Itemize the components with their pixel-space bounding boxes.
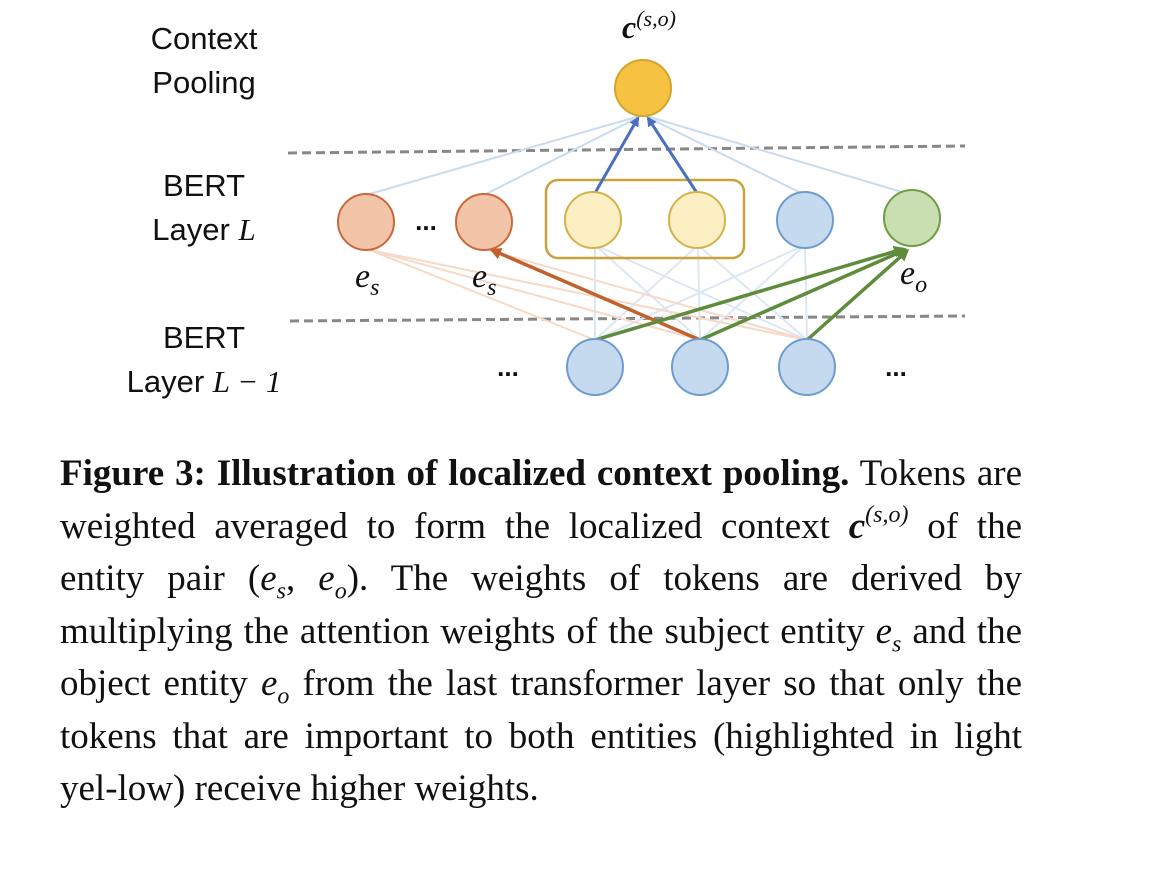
highlight-node-1 <box>564 191 622 249</box>
caption-eo-2-sub: o <box>277 683 290 710</box>
caption-eo-sub: o <box>334 578 347 605</box>
pooled-node <box>614 59 672 117</box>
caption-es-sub: s <box>276 578 286 605</box>
row-label-context-pooling: Context Pooling <box>151 21 258 100</box>
pooling-faint-lines <box>365 114 913 196</box>
caption-eo-2: e <box>260 663 278 704</box>
svg-text:Layer L: Layer L <box>152 212 255 247</box>
caption-es-2: e <box>875 610 893 652</box>
subject-node-2 <box>455 193 513 251</box>
subject-arrow <box>489 248 701 342</box>
divider-bottom <box>289 314 966 323</box>
svg-text:BERT: BERT <box>163 168 245 203</box>
row-label-bert-layer-l: BERT Layer L <box>152 168 255 247</box>
figure-caption: Figure 3: Illustration of localized cont… <box>60 448 1022 816</box>
caption-title: Figure 3: Illustration of localized cont… <box>60 453 850 494</box>
svg-text:BERT: BERT <box>163 320 245 355</box>
object-arrow-3 <box>805 249 910 342</box>
caption-text-1: Tokens are weighted averaged to form the… <box>60 453 1022 547</box>
token-node-l1-3 <box>778 338 836 396</box>
label-eo: eo <box>900 255 927 298</box>
highlight-node-2 <box>668 191 726 249</box>
token-node-l1-2 <box>671 338 729 396</box>
caption-comma: , <box>285 558 319 599</box>
divider-top <box>287 144 966 155</box>
ellipsis-layer-l1-left: ... <box>497 352 519 382</box>
token-node-l1-1 <box>566 338 624 396</box>
pooled-label: c(s,o) <box>622 6 676 45</box>
caption-text-4: and the object entity <box>60 610 1022 705</box>
pool-arrow-right <box>646 116 699 194</box>
caption-text-5: from the last transformer layer so that … <box>60 663 1022 809</box>
subject-node-1 <box>337 193 395 251</box>
token-node-layer-l <box>776 191 834 249</box>
object-arrow-2 <box>699 248 908 342</box>
label-es-1: es <box>355 258 379 301</box>
svg-text:Pooling: Pooling <box>152 65 255 100</box>
ellipsis-layer-l: ... <box>415 206 437 236</box>
caption-es-2-sub: s <box>892 630 902 657</box>
row-label-bert-layer-l-minus-1: BERT Layer L − 1 <box>127 320 282 399</box>
caption-text-2: of the entity pair ( <box>60 505 1022 600</box>
caption-c-sup: (s,o) <box>865 502 909 529</box>
object-node <box>883 189 941 247</box>
caption-eo: e <box>318 558 335 599</box>
caption-es: e <box>260 558 277 599</box>
pool-arrow-left <box>593 116 640 194</box>
caption-c: c <box>848 505 866 547</box>
caption-text-3: ). The weights of tokens are derived by … <box>60 558 1023 652</box>
object-arrow-1 <box>594 245 906 342</box>
svg-text:Context: Context <box>151 21 258 56</box>
subject-faint-lines <box>369 249 808 341</box>
svg-text:Layer L − 1: Layer L − 1 <box>127 364 282 399</box>
label-es-2: es <box>472 258 496 301</box>
context-pooling-diagram: Context Pooling BERT Layer L BERT Layer … <box>127 6 966 399</box>
ellipsis-layer-l1-right: ... <box>885 352 907 382</box>
highlight-box <box>544 178 746 260</box>
